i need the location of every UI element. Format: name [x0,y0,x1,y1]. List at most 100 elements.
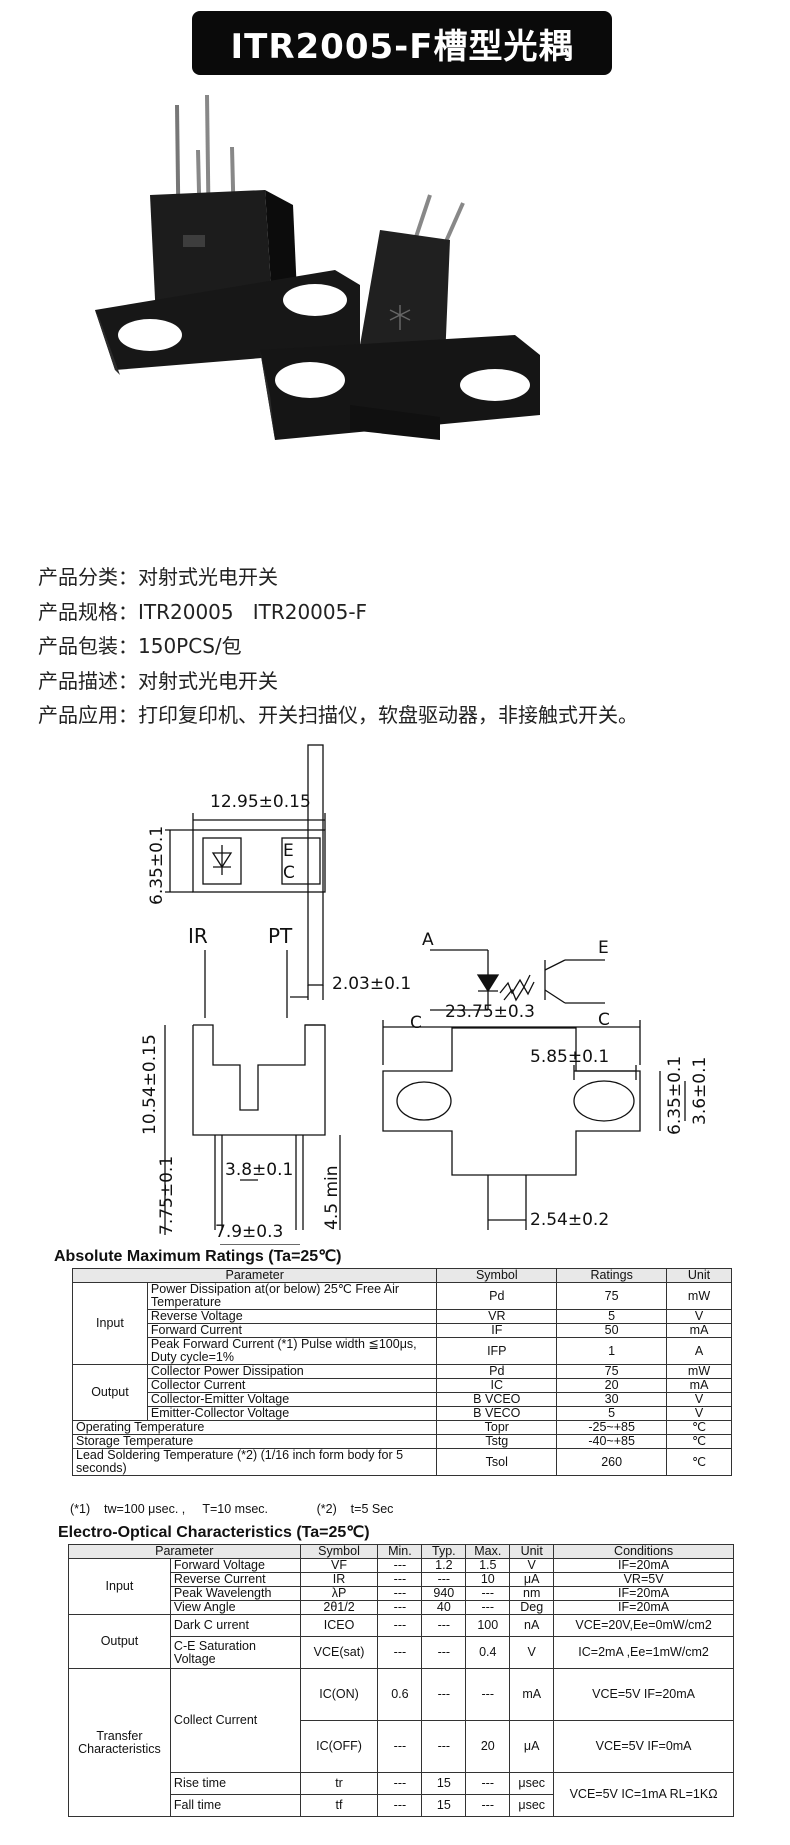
cell-symbol: tf [299,1794,379,1817]
cell-min: --- [377,1572,423,1587]
cell-min: --- [377,1558,423,1573]
group-output: Output [68,1614,171,1669]
table-row: Reverse Voltage VR 5 V [73,1309,732,1324]
cell-rating: 5 [556,1406,668,1421]
table-row: Output Dark C urrent ICEO --- --- 100 nA… [68,1614,734,1669]
cell-rating: 75 [556,1364,668,1379]
info-label: 产品规格： [38,599,138,624]
eoc-table: Parameter Symbol Min. Typ. Max. Unit Con… [68,1544,734,1817]
info-value: 对射式光电开关 [138,565,278,589]
dim-hole-h: 3.6±0.1 [690,1057,710,1125]
cell-unit: mW [666,1364,732,1379]
cell-cond: VCE=5V IF=20mA [553,1668,734,1721]
info-value: 对射式光电开关 [138,668,278,693]
cell-unit: V [509,1558,555,1573]
cell-symbol: ICEO [299,1614,379,1637]
cell-min: --- [377,1772,423,1795]
cell-cond: IF=20mA [553,1558,734,1573]
cell-rating: 1 [556,1337,668,1365]
cell-symbol: Pd [436,1364,558,1379]
dim-flange-width: 23.75±0.3 [445,1002,535,1022]
group-output: Output [72,1364,148,1421]
cell-symbol: Tsol [436,1448,558,1476]
cell-param: Collector Power Dissipation [146,1364,438,1379]
cell-unit: mA [509,1668,555,1721]
info-value: 打印复印机、开关扫描仪，软盘驱动器，非接触式开关。 [138,703,638,727]
cell-symbol: IC(OFF) [299,1720,379,1773]
info-row: 产品描述：对射式光电开关 [38,664,638,699]
cell-rating: 20 [556,1378,668,1393]
cell-unit: ℃ [666,1434,732,1449]
cell-typ: --- [421,1572,467,1587]
cell-symbol: B VECO [436,1406,558,1421]
info-label: 产品包装： [38,634,138,658]
label-e: E [283,841,294,861]
cell-typ: --- [421,1668,467,1721]
table-row: Operating Temperature Topr -25~+85 ℃ [71,1420,732,1435]
info-row: 产品包装：150PCS/包 [38,629,638,664]
header-parameter: Parameter [71,1268,438,1283]
header-parameter: Parameter [68,1544,301,1559]
cell-cond: IC=2mA ,Ee=1mW/cm2 [553,1636,734,1669]
cell-min: --- [377,1614,423,1637]
cell-symbol: B VCEO [436,1392,558,1407]
table-row: Forward Current IF 50 mA [73,1323,732,1338]
table-row: Peak Forward Current (*1) Pulse width ≦1… [73,1337,732,1365]
cell-param: Peak Wavelength [169,1586,301,1601]
cell-symbol: IR [299,1572,379,1587]
dim-thickness: 2.03±0.1 [332,974,411,994]
cell-typ: --- [421,1720,467,1773]
amr-footnote: (*1) tw=100 μsec. , T=10 msec. (*2) t=5 … [70,1502,394,1516]
cell-unit: ℃ [666,1448,732,1476]
info-value: ITR20005 ITR20005-F [138,599,368,624]
cell-max: --- [465,1586,511,1601]
cell-typ: 15 [421,1772,467,1795]
cell-unit: mA [666,1323,732,1338]
table-row: Input Forward Voltage VF --- 1.2 1.5 V I… [68,1558,734,1615]
dim-top-width: 12.95±0.15 [210,792,311,812]
cell-typ: --- [421,1636,467,1669]
dim-pin-pitch: 7.9±0.3 [215,1222,283,1242]
cell-cond: IF=20mA [553,1586,734,1601]
cell-param: Lead Soldering Temperature (*2) (1/16 in… [71,1448,438,1476]
info-row: 产品分类：对射式光电开关 [38,560,638,595]
cell-max: 1.5 [465,1558,511,1573]
table-row: Reverse Current IR --- --- 10 μA VR=5V [69,1572,734,1587]
product-info: 产品分类：对射式光电开关 产品规格：ITR20005 ITR20005-F 产品… [38,560,638,733]
header-min: Min. [377,1544,423,1559]
cell-typ: 40 [421,1600,467,1615]
sensor-left-image [95,95,360,375]
cell-min: --- [377,1586,423,1601]
cell-rating: -25~+85 [556,1420,668,1435]
info-row: 产品应用：打印复印机、开关扫描仪，软盘驱动器，非接触式开关。 [38,698,638,733]
header-unit: Unit [509,1544,555,1559]
cell-max: 20 [465,1720,511,1773]
info-label: 产品描述： [38,668,138,693]
cell-param: View Angle [169,1600,301,1615]
cell-typ: 940 [421,1586,467,1601]
cell-rating: 50 [556,1323,668,1338]
dimension-drawing: 12.95±0.15 6.35±0.1 E C IR PT 2.03±0.1 1… [140,744,710,1245]
group-input: Input [72,1282,148,1365]
table-row: Collector-Emitter Voltage B VCEO 30 V [73,1392,732,1407]
cell-symbol: Tstg [436,1434,558,1449]
cell-cond: VCE=5V IF=0mA [553,1720,734,1773]
cell-param: Forward Current [146,1323,438,1338]
cell-rating: -40~+85 [556,1434,668,1449]
cell-typ: --- [421,1614,467,1637]
schematic-collector: C [598,1010,610,1030]
page-title: ITR2005-F槽型光耦 [192,11,612,75]
table-row: Emitter-Collector Voltage B VECO 5 V [73,1406,732,1421]
table-row: Collector Current IC 20 mA [73,1378,732,1393]
cell-max: 10 [465,1572,511,1587]
cell-symbol: Pd [436,1282,558,1310]
cell-min: 0.6 [377,1668,423,1721]
cell-typ: 1.2 [421,1558,467,1573]
cell-max: --- [465,1668,511,1721]
header-conditions: Conditions [553,1544,734,1559]
cell-rating: 30 [556,1392,668,1407]
cell-param: Storage Temperature [71,1434,438,1449]
cell-symbol: tr [299,1772,379,1795]
cell-max: 0.4 [465,1636,511,1669]
info-value: 150PCS/包 [138,634,242,658]
